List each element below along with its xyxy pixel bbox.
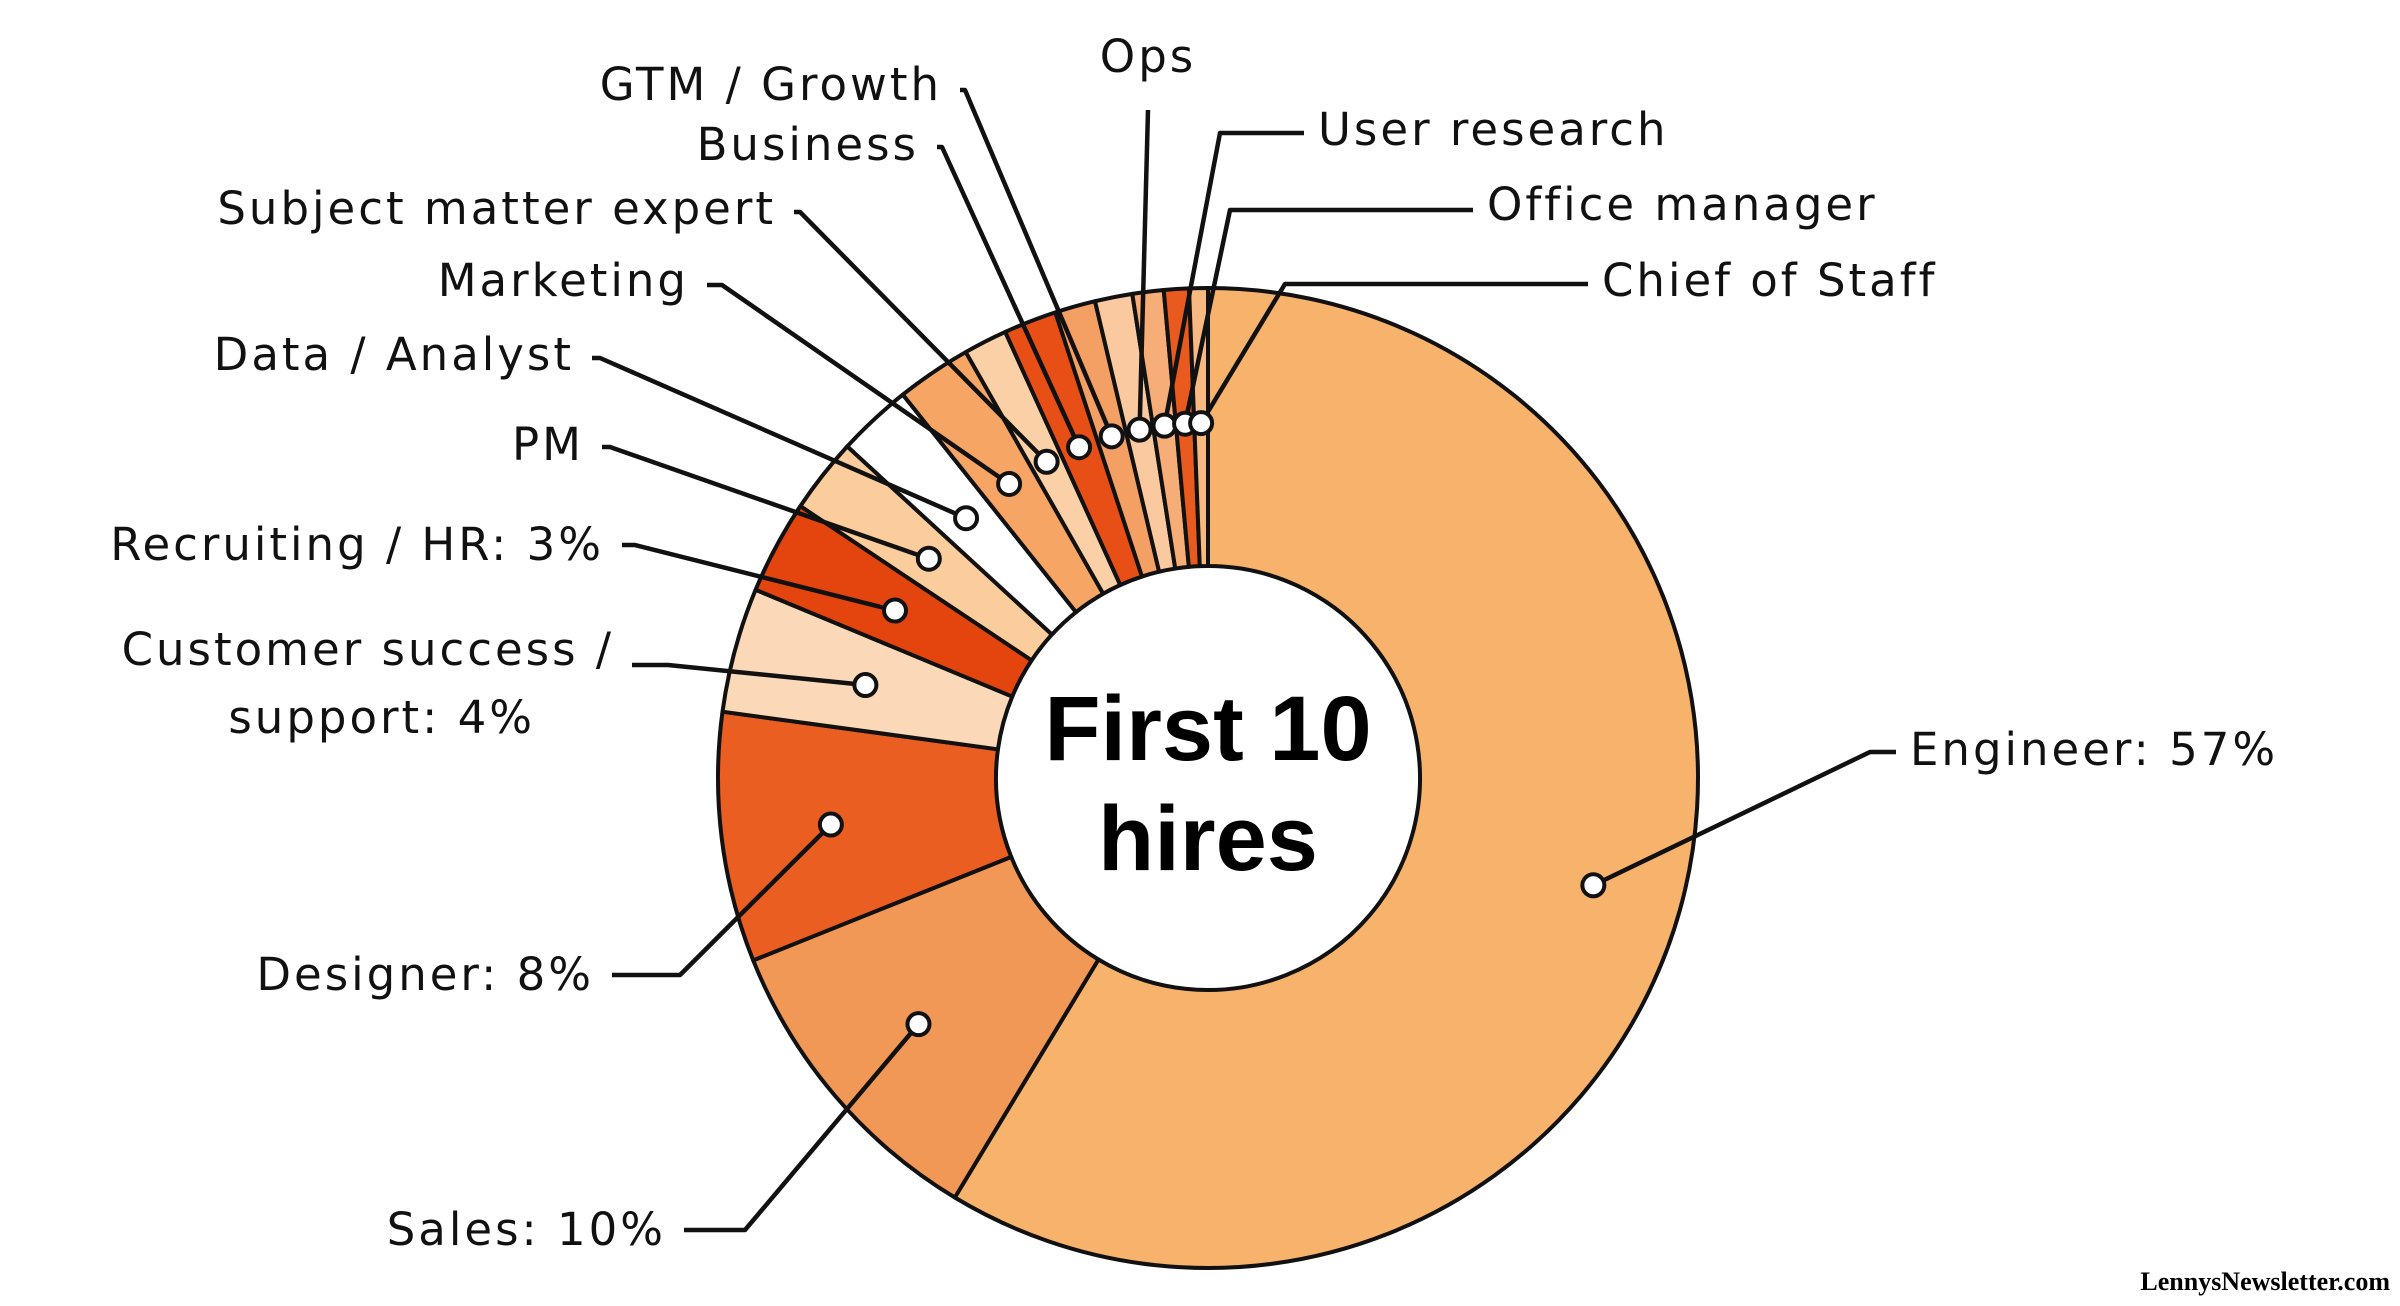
label-gtm-growth: GTM / Growth [600,58,942,111]
marker-user-research [1151,412,1178,439]
label-customer-success-support-line-2: support: 4% [228,691,535,744]
connector-engineer [1592,749,1896,888]
marker-chief-of-staff [1188,410,1215,437]
label-connectors [592,87,1896,1233]
center-label: First 10 hires [1044,678,1371,890]
label-customer-success-support-line-1: Customer success / [122,623,614,676]
connector-sales [684,1022,921,1233]
connector-office-manager [1182,207,1473,425]
marker-business [1066,434,1093,461]
label-marketing: Marketing [438,254,689,307]
label-subject-matter-expert: Subject matter expert [217,182,776,235]
marker-ops [1126,416,1153,443]
label-office-manager: Office manager [1487,178,1878,231]
connector-pm [602,444,930,561]
marker-engineer [1580,872,1607,899]
connector-data-analyst [592,355,967,521]
label-engineer: Engineer: 57% [1910,723,2278,776]
connector-chief-of-staff [1199,281,1588,425]
label-business: Business [697,118,919,171]
label-data-analyst: Data / Analyst [214,328,574,381]
marker-customer-success-support [852,672,879,699]
center-label-line-1: First 10 [1044,678,1371,780]
connector-user-research [1162,130,1304,427]
marker-marketing [996,470,1023,497]
marker-designer [817,811,844,838]
marker-sales [905,1011,932,1038]
label-ops: Ops [1100,30,1196,83]
marker-pm [915,545,942,572]
connector-gtm-growth [960,87,1114,438]
connector-designer [612,822,833,978]
connector-subject-matter-expert [794,209,1049,464]
center-label-line-2: hires [1098,788,1318,890]
marker-gtm-growth [1098,423,1125,450]
marker-subject-matter-expert [1033,448,1060,475]
connector-customer-success-support [632,662,866,688]
label-user-research: User research [1318,103,1669,156]
slice-labels: Engineer: 57% Sales: 10% Designer: 8% Custo… [110,30,2278,1256]
label-pm: PM [512,418,584,471]
connector-recruiting-hr [622,542,896,613]
slice-engineer [952,286,1700,1270]
connector-marketing [707,282,1011,486]
connector-ops [1137,109,1151,430]
source-credit: LennysNewsletter.com [2140,1267,2390,1296]
label-sales: Sales: 10% [387,1203,666,1256]
connector-business [937,144,1082,449]
label-designer: Designer: 8% [256,948,594,1001]
marker-data-analyst [953,505,980,532]
label-recruiting-hr: Recruiting / HR: 3% [110,518,604,571]
marker-recruiting-hr [881,597,908,624]
label-chief-of-staff: Chief of Staff [1602,254,1937,307]
